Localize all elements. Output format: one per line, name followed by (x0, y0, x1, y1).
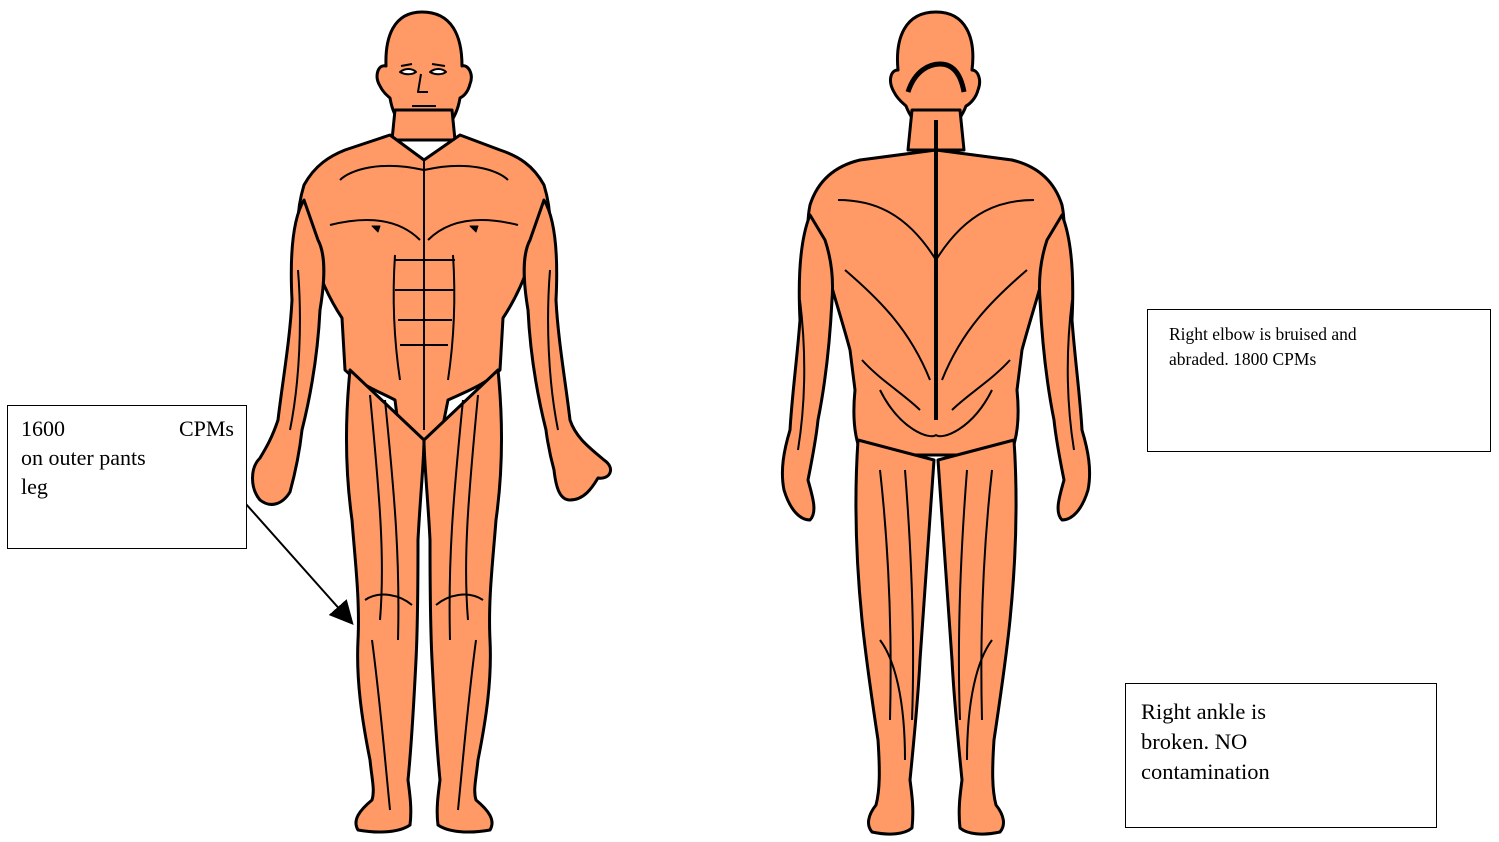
annotation-outer-pants-leg: 1600 CPMs on outer pants leg (7, 405, 247, 549)
annotation-line-1: 1600 CPMs (21, 414, 234, 443)
annotation-line-2: broken. NO (1141, 727, 1424, 757)
human-muscle-back-icon (782, 12, 1089, 834)
annotation-line-3: leg (21, 472, 234, 501)
annotation-line-1: Right ankle is (1141, 697, 1424, 727)
annotation-line-2: abraded. 1800 CPMs (1169, 347, 1478, 372)
annotation-unit: CPMs (179, 414, 234, 443)
human-muscle-front-icon (253, 12, 611, 832)
annotation-right-ankle: Right ankle is broken. NO contamination (1125, 683, 1437, 828)
annotation-count: 1600 (21, 414, 65, 443)
annotation-line-2: on outer pants (21, 443, 234, 472)
annotation-line-1: Right elbow is bruised and (1169, 322, 1478, 347)
annotation-right-elbow: Right elbow is bruised and abraded. 1800… (1147, 309, 1491, 452)
annotation-line-3: contamination (1141, 757, 1424, 787)
